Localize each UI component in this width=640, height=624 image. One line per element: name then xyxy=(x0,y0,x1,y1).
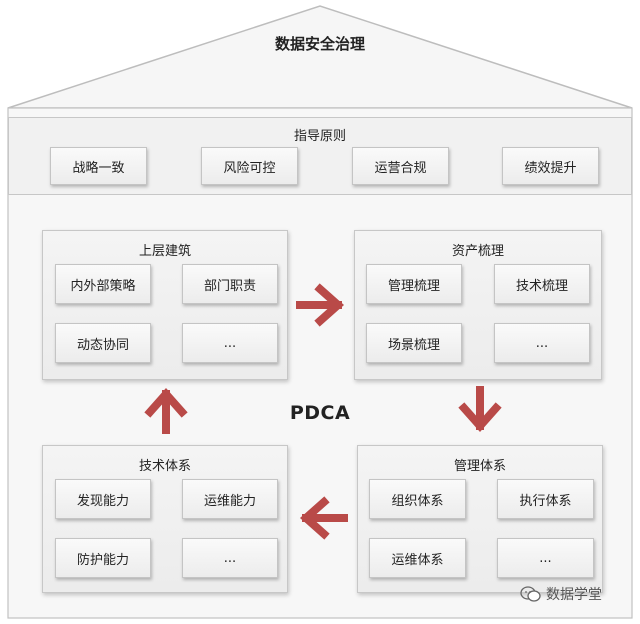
item-more-bottom-left: ... xyxy=(182,538,278,578)
arrow-left-icon xyxy=(299,496,348,540)
item-internal-external-policy: 内外部策略 xyxy=(55,264,151,304)
item-more-top-left: ... xyxy=(182,323,278,363)
quadrant-superstructure-title: 上层建筑 xyxy=(138,244,191,259)
item-discovery-capability: 发现能力 xyxy=(55,479,151,519)
quadrant-technical-system-title: 技术体系 xyxy=(138,459,191,474)
principle-operational-compliance: 运营合规 xyxy=(352,147,449,185)
item-scenario-sorting: 场景梳理 xyxy=(366,323,462,363)
item-more-top-right: ... xyxy=(494,323,590,363)
item-technical-sorting: 技术梳理 xyxy=(494,264,590,304)
roof-title: 数据安全治理 xyxy=(274,35,365,53)
item-operations-system: 运维体系 xyxy=(369,538,466,578)
item-department-duties: 部门职责 xyxy=(182,264,278,304)
principles-title: 指导原则 xyxy=(293,129,346,144)
item-execution-system: 执行体系 xyxy=(497,479,594,519)
pdca-label: PDCA xyxy=(289,402,351,424)
arrow-up-icon xyxy=(144,387,188,434)
principle-performance-improvement: 绩效提升 xyxy=(502,147,599,185)
watermark-text: 数据学堂 xyxy=(546,587,602,603)
item-operations-capability: 运维能力 xyxy=(182,479,278,519)
item-more-bottom-right: ... xyxy=(497,538,594,578)
arrow-right-icon xyxy=(296,283,345,327)
item-dynamic-collaboration: 动态协同 xyxy=(55,323,151,363)
principle-risk-control: 风险可控 xyxy=(201,147,298,185)
principle-strategy-alignment: 战略一致 xyxy=(50,147,147,185)
arrow-down-icon xyxy=(458,386,502,433)
item-management-sorting: 管理梳理 xyxy=(366,264,462,304)
item-organization-system: 组织体系 xyxy=(369,479,466,519)
quadrant-management-system-title: 管理体系 xyxy=(453,459,506,474)
watermark: 数据学堂 xyxy=(520,584,602,604)
item-protection-capability: 防护能力 xyxy=(55,538,151,578)
wechat-icon xyxy=(520,586,541,602)
quadrant-asset-sorting-title: 资产梳理 xyxy=(451,244,504,259)
